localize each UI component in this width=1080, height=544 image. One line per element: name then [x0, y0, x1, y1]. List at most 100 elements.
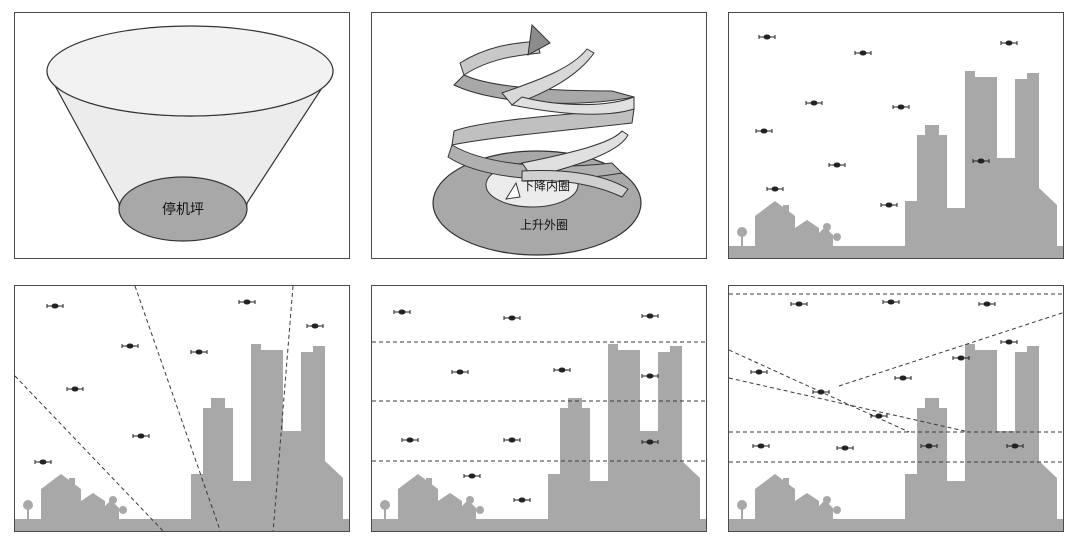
drone-icon [894, 375, 912, 381]
house [817, 227, 833, 246]
drone-body [398, 309, 406, 315]
route-line [838, 312, 1063, 387]
drone-icon [952, 355, 970, 361]
tree-trunk [384, 508, 386, 519]
drone-body [406, 437, 414, 443]
drone-icon [854, 50, 872, 56]
drone-icon [766, 186, 784, 192]
drone-body [508, 437, 516, 443]
house [795, 220, 819, 246]
tower-block [548, 344, 700, 519]
drone-icon [463, 473, 481, 479]
chimney [783, 478, 789, 488]
drone-icon [66, 386, 84, 392]
drone-icon [190, 349, 208, 355]
drone-icon [641, 373, 659, 379]
tree [737, 500, 747, 510]
drone-body [456, 369, 464, 375]
descent-arrowhead [505, 181, 521, 200]
funnel-top-rim [46, 25, 334, 117]
drone-body [817, 389, 825, 395]
drone-body [243, 299, 251, 305]
drone-icon [972, 158, 990, 164]
drone-icon [34, 459, 52, 465]
drone-body [763, 34, 771, 40]
tree [833, 506, 841, 514]
tree [737, 227, 747, 237]
drone-body [859, 50, 867, 56]
apron-pad [118, 176, 248, 242]
drone-icon [306, 323, 324, 329]
panel-free-flight [728, 12, 1064, 259]
ascent-outer-ring-label: 上升外圈 [520, 218, 568, 232]
drone-icon [1000, 40, 1018, 46]
funnel-diagram: 停机坪 [46, 25, 334, 242]
drone-body [51, 303, 59, 309]
tree [833, 233, 841, 241]
drone-body [887, 299, 895, 305]
chimney [783, 205, 789, 215]
drone-body [646, 313, 654, 319]
tree-trunk [741, 508, 743, 519]
drone-icon [750, 369, 768, 375]
drone-icon [828, 162, 846, 168]
tree [119, 506, 127, 514]
drone-body [755, 369, 763, 375]
drone-icon [121, 343, 139, 349]
apron-label: 停机坪 [162, 201, 204, 218]
drone-body [757, 443, 765, 449]
drone-icon [870, 413, 888, 419]
drone-icon [836, 445, 854, 451]
drone-icon [1006, 443, 1024, 449]
drone-icon [238, 299, 256, 305]
drone-icon [553, 367, 571, 373]
house [81, 493, 105, 519]
route-line [729, 377, 970, 433]
drone-body [899, 375, 907, 381]
city-skyline [372, 344, 706, 531]
drone-body [137, 433, 145, 439]
drone-icon [641, 313, 659, 319]
drone-body [468, 473, 476, 479]
drone-body [1011, 443, 1019, 449]
drone-icon [805, 100, 823, 106]
drone-icon [1000, 339, 1018, 345]
drone-body [39, 459, 47, 465]
drone-body [925, 443, 933, 449]
chimney [69, 478, 75, 488]
drone-icon [503, 315, 521, 321]
scene-radial-routes [15, 286, 349, 531]
tree [823, 223, 831, 231]
drone-body [646, 439, 654, 445]
tree-trunk [741, 235, 743, 246]
drone-icon [393, 309, 411, 315]
drone-body [71, 386, 79, 392]
drone-body [875, 413, 883, 419]
drone-body [1005, 40, 1013, 46]
chimney [426, 478, 432, 488]
drone-icon [882, 299, 900, 305]
spiral-bands [447, 40, 635, 198]
drone-body [957, 355, 965, 361]
city-skyline [729, 344, 1063, 531]
drone-body [311, 323, 319, 329]
drone-body [833, 162, 841, 168]
drone-icon [758, 34, 776, 40]
drone-icon [641, 439, 659, 445]
city-skyline [15, 344, 349, 531]
drone-icon [752, 443, 770, 449]
house [817, 500, 833, 519]
tree [23, 500, 33, 510]
drone-body [841, 445, 849, 451]
drone-body [1005, 339, 1013, 345]
drone-body [126, 343, 134, 349]
drone-body [195, 349, 203, 355]
route-line [15, 375, 164, 531]
drone-body [885, 202, 893, 208]
tree [380, 500, 390, 510]
tree-trunk [27, 508, 29, 519]
drone-icon [46, 303, 64, 309]
drone-icon [880, 202, 898, 208]
drone-icon [513, 497, 531, 503]
scene-horizontal-layers [372, 309, 706, 531]
